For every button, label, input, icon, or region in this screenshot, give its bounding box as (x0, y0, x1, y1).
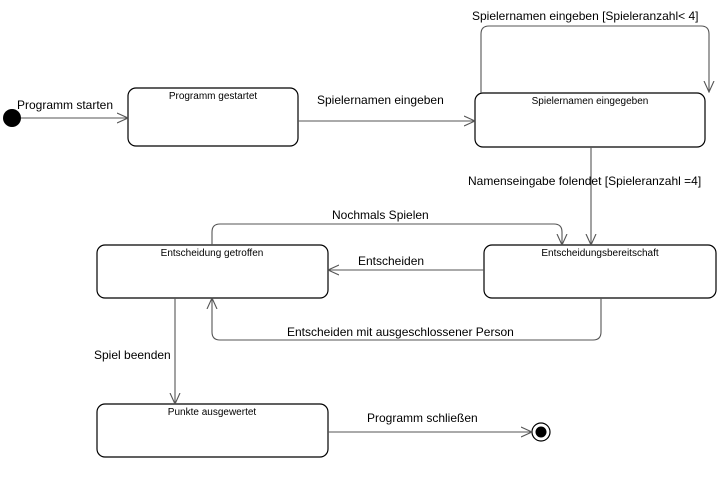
state-label: Entscheidungsbereitschaft (541, 248, 659, 259)
state-punkte-ausgewertet: Punkte ausgewertet (96, 403, 329, 458)
final-node (531, 422, 551, 442)
label-nochmals-spielen: Nochmals Spielen (332, 208, 429, 222)
label-entscheiden-ausgeschlossen: Entscheiden mit ausgeschlossener Person (287, 325, 514, 339)
state-label: Spielernamen eingegeben (532, 96, 649, 107)
edge-entscheiden-ausgeschlossen (212, 298, 602, 341)
edge-nochmals-spielen (211, 223, 562, 245)
state-entscheidungsbereitschaft: Entscheidungsbereitschaft (483, 244, 717, 299)
label-namenseingabe-beendet: Namenseingabe folendet [Spieleranzahl =4… (468, 174, 701, 188)
edge-spielernamen-loop (480, 25, 709, 93)
state-label: Entscheidung getroffen (161, 248, 264, 259)
state-entscheidung-getroffen: Entscheidung getroffen (96, 244, 329, 299)
state-programm-gestartet: Programm gestartet (127, 87, 299, 147)
label-spielernamen-eingeben: Spielernamen eingeben (317, 93, 444, 107)
state-label: Programm gestartet (169, 91, 258, 102)
state-label: Punkte ausgewertet (168, 407, 257, 418)
label-entscheiden: Entscheiden (358, 254, 424, 268)
label-spielernamen-loop: Spielernamen eingeben [Spieleranzahl< 4] (472, 9, 699, 23)
label-spiel-beenden: Spiel beenden (94, 348, 171, 362)
state-spielernamen-eingegeben: Spielernamen eingegeben (474, 92, 706, 148)
label-programm-starten: Programm starten (17, 98, 113, 112)
initial-node (3, 109, 21, 127)
label-programm-schliessen: Programm schließen (367, 411, 478, 425)
